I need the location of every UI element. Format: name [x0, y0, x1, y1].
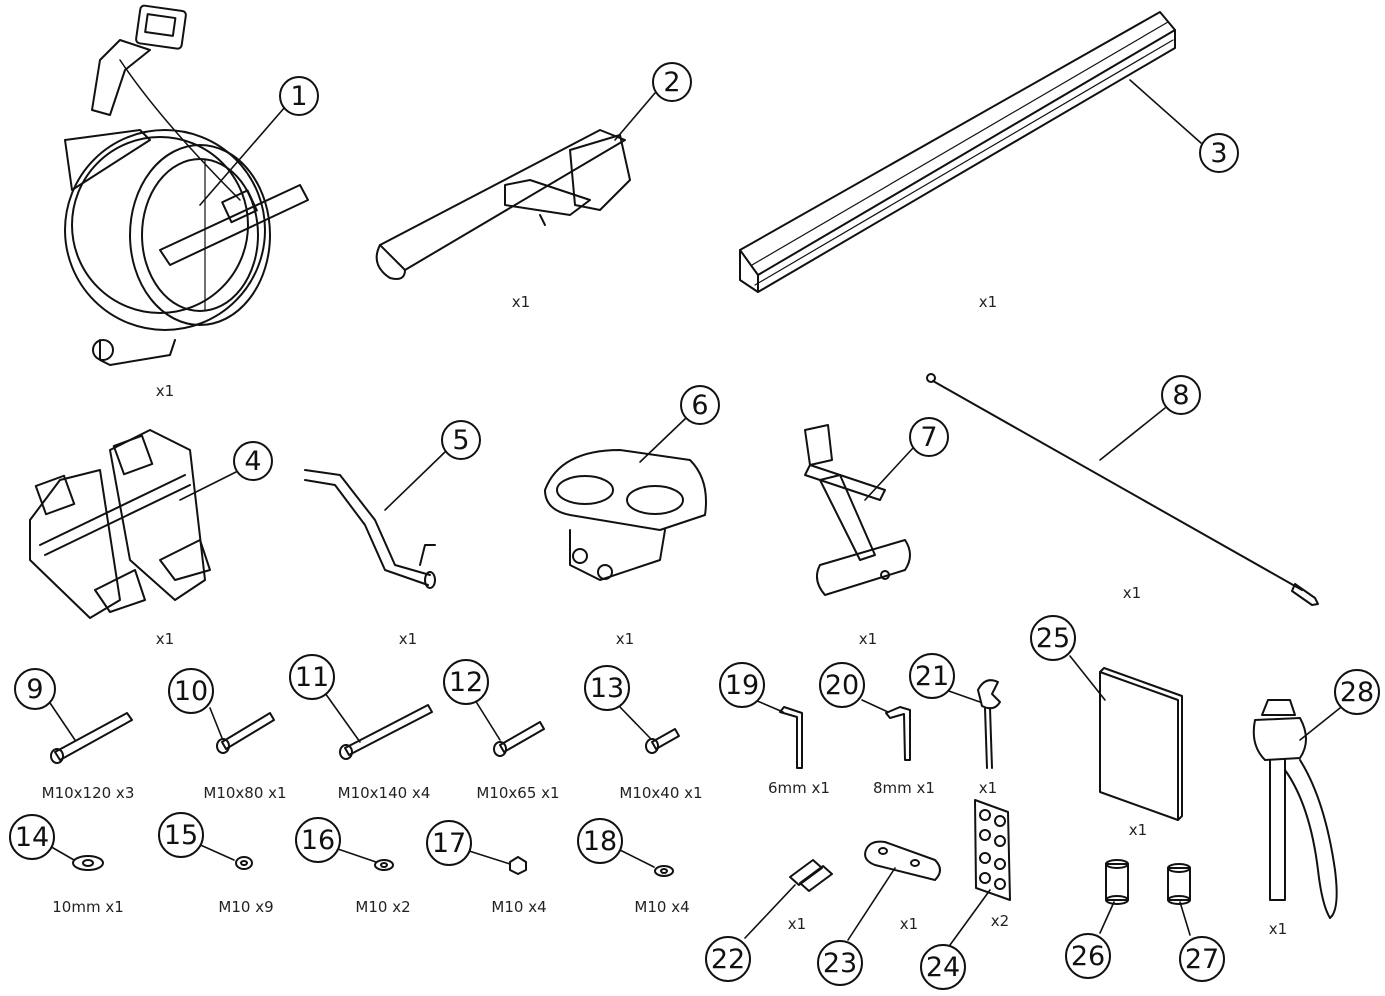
callout-25: 25 — [1030, 615, 1076, 661]
callout-20: 20 — [819, 662, 865, 708]
part-24-pad-sheet — [974, 799, 1011, 901]
part-15-washer — [235, 856, 253, 870]
callout-5: 5 — [441, 420, 481, 460]
qty-3: x1 — [978, 293, 998, 311]
qty-5: x1 — [398, 630, 418, 648]
qty-18: M10 x4 — [634, 898, 690, 916]
qty-20: 8mm x1 — [873, 779, 935, 797]
callout-21: 21 — [909, 653, 955, 699]
qty-7: x1 — [858, 630, 878, 648]
part-1-flywheel-unit — [64, 4, 309, 366]
part-13-bolt — [645, 728, 680, 754]
callout-17: 17 — [426, 820, 472, 866]
qty-12: M10x65 x1 — [476, 784, 560, 802]
qty-13: M10x40 x1 — [619, 784, 703, 802]
qty-16: M10 x2 — [355, 898, 411, 916]
qty-10: M10x80 x1 — [203, 784, 287, 802]
callout-14: 14 — [9, 814, 55, 860]
part-11-bolt — [339, 704, 433, 760]
part-14-washer — [72, 855, 104, 871]
callout-22: 22 — [705, 936, 751, 982]
qty-24: x2 — [990, 912, 1010, 930]
part-12-bolt — [493, 721, 545, 757]
callout-1: 1 — [279, 76, 319, 116]
part-3-rail — [739, 11, 1176, 293]
qty-11: M10x140 x4 — [337, 784, 431, 802]
callout-24: 24 — [920, 944, 966, 990]
qty-23: x1 — [899, 915, 919, 933]
qty-25: x1 — [1128, 821, 1148, 839]
qty-15: M10 x9 — [218, 898, 274, 916]
callout-4: 4 — [233, 441, 273, 481]
qty-8: x1 — [1122, 584, 1142, 602]
part-21-wrench — [977, 679, 1001, 769]
callout-26: 26 — [1065, 933, 1111, 979]
callout-16: 16 — [295, 817, 341, 863]
qty-9: M10x120 x3 — [41, 784, 135, 802]
qty-19: 6mm x1 — [768, 779, 830, 797]
callout-13: 13 — [584, 665, 630, 711]
qty-4: x1 — [155, 630, 175, 648]
part-2-front-leg — [375, 129, 631, 280]
part-22-caps — [789, 859, 833, 892]
part-6-seat — [544, 449, 707, 581]
callout-8: 8 — [1161, 375, 1201, 415]
callout-27: 27 — [1179, 936, 1225, 982]
part-18-washer — [654, 865, 674, 877]
callout-7: 7 — [909, 417, 949, 457]
callout-19: 19 — [719, 662, 765, 708]
qty-28: x1 — [1268, 920, 1288, 938]
part-27-cap — [1167, 863, 1191, 905]
qty-17: M10 x4 — [491, 898, 547, 916]
part-25-board — [1099, 667, 1183, 821]
callout-11: 11 — [289, 654, 335, 700]
callout-2: 2 — [652, 62, 692, 102]
callout-10: 10 — [168, 668, 214, 714]
qty-14: 10mm x1 — [52, 898, 124, 916]
part-7-rear-leg — [804, 424, 911, 596]
part-8-cable — [926, 373, 1319, 606]
part-28-handle — [1252, 699, 1338, 919]
part-10-bolt — [216, 712, 275, 754]
part-5-bar — [304, 469, 436, 589]
callout-6: 6 — [680, 385, 720, 425]
qty-22: x1 — [787, 915, 807, 933]
part-23-plate — [864, 840, 941, 881]
callout-23: 23 — [817, 940, 863, 986]
callout-9: 9 — [14, 668, 56, 710]
part-17-nut — [509, 856, 527, 875]
part-19-hex-key — [779, 706, 803, 769]
qty-2: x1 — [511, 293, 531, 311]
callout-28: 28 — [1334, 669, 1380, 715]
qty-21: x1 — [978, 779, 998, 797]
part-26-cap — [1105, 859, 1129, 905]
part-9-bolt — [50, 712, 133, 764]
callout-12: 12 — [443, 659, 489, 705]
leader-lines — [47, 79, 1341, 946]
qty-1: x1 — [155, 382, 175, 400]
part-4-footplates — [29, 429, 211, 619]
qty-6: x1 — [615, 630, 635, 648]
part-20-hex-key — [885, 706, 911, 761]
callout-3: 3 — [1199, 133, 1239, 173]
callout-18: 18 — [577, 818, 623, 864]
part-16-washer — [374, 859, 394, 871]
callout-15: 15 — [158, 812, 204, 858]
